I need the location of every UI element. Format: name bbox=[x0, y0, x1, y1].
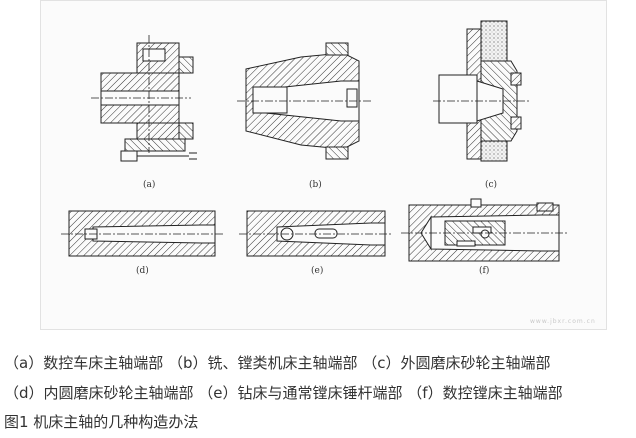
label-c: (c) bbox=[485, 179, 497, 190]
drawing-e bbox=[239, 210, 393, 257]
spindle-drawings: (a) (b) (c) bbox=[61, 20, 567, 276]
drawing-c bbox=[433, 20, 529, 162]
label-b: (b) bbox=[309, 179, 322, 190]
label-e: (e) bbox=[311, 265, 323, 276]
drawing-d bbox=[61, 210, 223, 257]
watermark: www.jbxr.com.cn bbox=[530, 318, 596, 325]
drawing-a bbox=[91, 35, 197, 162]
label-a: (a) bbox=[143, 179, 155, 190]
label-f: (f) bbox=[479, 265, 489, 276]
label-d: (d) bbox=[136, 265, 149, 276]
caption-figure-title: 图1 机床主轴的几种构造办法 bbox=[4, 413, 199, 431]
drawing-f bbox=[401, 198, 567, 262]
drawing-figure: (a) (b) (c) bbox=[40, 0, 607, 330]
drawing-b bbox=[237, 42, 371, 160]
caption-line-2: （d）内圆磨床砂轮主轴端部 （e）钻床与通常镗床锤杆端部 （f）数控镗床主轴端部 bbox=[4, 384, 563, 402]
caption-line-1: （a）数控车床主轴端部 （b）铣、镗类机床主轴端部 （c）外圆磨床砂轮主轴端部 bbox=[4, 354, 551, 372]
